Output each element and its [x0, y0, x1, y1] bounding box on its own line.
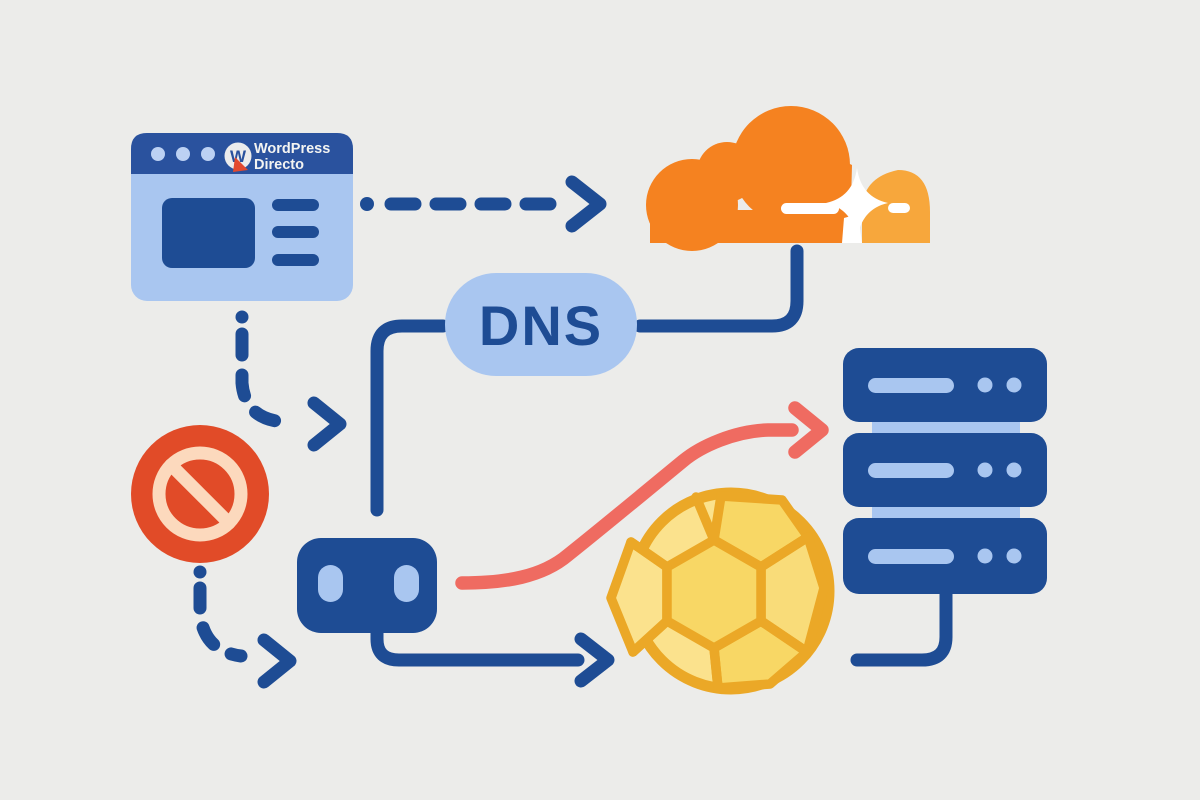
power-plug-icon [297, 538, 437, 633]
cloudflare-cloud-icon [646, 106, 930, 251]
blocked-sign-icon [131, 425, 269, 563]
arrowhead-right-icon [565, 175, 607, 233]
line [455, 423, 799, 590]
dash-dot [193, 565, 207, 579]
arrowhead-right-icon [788, 401, 829, 459]
line-cloud-to-dns [633, 244, 804, 333]
plug-body [297, 538, 437, 633]
arrowhead-right-icon [257, 633, 297, 689]
line [370, 624, 585, 667]
server-drive-bar [868, 378, 954, 393]
soccer-ball-icon [606, 487, 835, 695]
server-unit [843, 348, 1047, 422]
arrowhead-right-icon [307, 396, 347, 452]
dashed-line [235, 327, 291, 429]
wordpress-logo-letter: W [230, 147, 247, 166]
browser-content-image [162, 198, 255, 268]
server-led-dot [1006, 548, 1022, 564]
ball-center-hexagon [662, 535, 766, 653]
cloud-sparkle-icon [781, 168, 910, 243]
server-unit [843, 433, 1047, 507]
browser-text-bar [272, 199, 319, 211]
dashed-arrow-browser-to-cloud [360, 175, 607, 233]
dashed-arrow-blocked-down [193, 565, 297, 689]
red-arrow-to-server [455, 401, 829, 590]
arrow-plug-to-ball [370, 624, 615, 688]
browser-window-icon: W WordPress Directo [131, 133, 353, 301]
line-server-down [850, 585, 953, 667]
plug-slot [394, 565, 419, 602]
logo-text-line1: WordPress [254, 141, 330, 157]
ball-seams [626, 492, 813, 693]
arrowhead-right-icon [574, 632, 615, 688]
blocked-slash [164, 458, 236, 530]
dns-pill-shape [445, 273, 637, 376]
server-drive-bar [868, 549, 954, 564]
server-led-dot [977, 462, 993, 478]
logo-red-arrow-icon [233, 157, 248, 172]
dns-pill: DNS [445, 273, 637, 376]
browser-text-bar [272, 254, 319, 266]
server-led-dot [977, 548, 993, 564]
blocked-ring [152, 446, 248, 542]
dash-dot [360, 197, 374, 211]
window-dot [176, 147, 190, 161]
plug-slot [318, 565, 343, 602]
window-dot [201, 147, 215, 161]
wordpress-directo-logo: W WordPress Directo [224, 141, 330, 173]
wordpress-logo-circle [224, 142, 252, 170]
dash-dot [235, 310, 249, 324]
browser-text-bar [272, 226, 319, 238]
dashed-arrow-browser-down [235, 310, 347, 452]
server-led-dot [977, 377, 993, 393]
server-stack-icon [843, 348, 1047, 594]
server-drive-bar [868, 463, 954, 478]
dns-label: DNS [479, 294, 603, 357]
cloud-main [646, 106, 855, 251]
dashed-line [193, 581, 248, 663]
logo-text-line2: Directo [254, 157, 304, 173]
server-led-dot [1006, 377, 1022, 393]
server-unit [843, 518, 1047, 594]
line-dns-to-plug [370, 319, 450, 517]
connector-lines [193, 175, 953, 689]
server-led-dot [1006, 462, 1022, 478]
window-dot [151, 147, 165, 161]
